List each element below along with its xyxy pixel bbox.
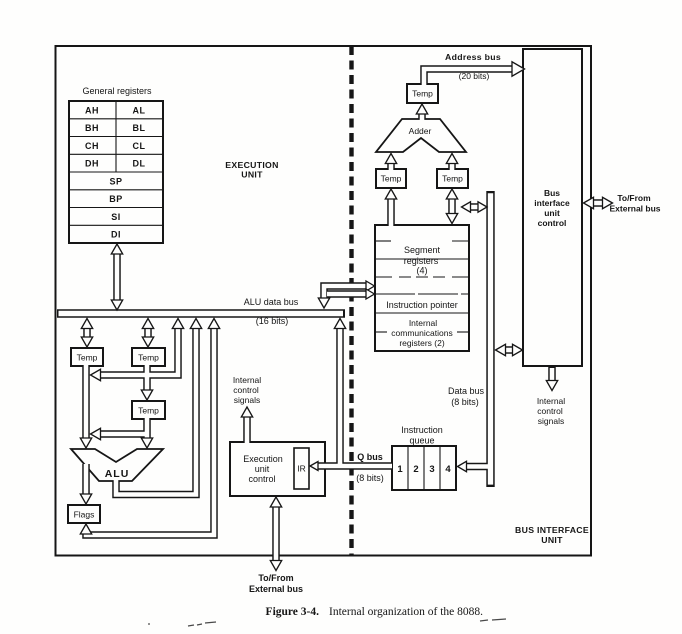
execution-unit-control-line1: Execution [243, 454, 283, 464]
reg-bh: BH [85, 123, 99, 133]
instruction-queue-box [391, 445, 457, 491]
biu-to-from-external-bus-line2: External bus [609, 204, 660, 214]
biu-temp-top-label: Temp [412, 89, 433, 99]
instruction-pointer-label: Instruction pointer [386, 300, 458, 310]
instruction-queue-title-line2: queue [409, 436, 434, 446]
segment-registers-line2: registers [404, 256, 439, 266]
eu-to-from-external-bus-line1: To/From [258, 573, 293, 583]
ir-label: IR [297, 464, 306, 474]
execution-unit-control-line2: unit [255, 464, 270, 474]
biu-control-line4: control [538, 218, 567, 228]
reg-bp: BP [109, 194, 123, 204]
queue-cell-3: 3 [429, 464, 434, 475]
address-bus-width-label: (20 bits) [459, 71, 490, 81]
scan-artifacts [148, 618, 507, 627]
ir-box [293, 447, 310, 490]
execution-unit-control-box [229, 441, 326, 497]
internal-comm-registers-line2: communications [391, 328, 452, 338]
eu-internal-control-signals-line3: signals [234, 395, 260, 405]
bus-interface-unit-label-line2: UNIT [541, 535, 563, 545]
caption-text: Internal organization of the 8088. [329, 606, 483, 618]
biu-control-line3: unit [544, 208, 560, 218]
biu-internal-control-signals-line2: control [537, 406, 563, 416]
reg-ah: AH [85, 106, 99, 116]
data-bus-width-label: (8 bits) [451, 397, 479, 407]
general-registers-title: General registers [82, 86, 152, 96]
adder-label: Adder [409, 126, 432, 136]
alu-data-bus-width-label: (16 bits) [256, 316, 289, 326]
reg-sp: SP [109, 176, 122, 186]
eu-temp1-label: Temp [77, 353, 98, 363]
eu-internal-control-signals-line2: control [233, 385, 259, 395]
segment-registers-line3: (4) [417, 266, 428, 276]
biu-temp-right-label: Temp [442, 174, 463, 184]
alu-label: ALU [105, 468, 130, 480]
biu-temp-left-label: Temp [381, 174, 402, 184]
bus-interface-unit-label-line1: BUS INTERFACE [515, 525, 589, 535]
reg-dh: DH [85, 159, 99, 169]
data-bus-label: Data bus [448, 386, 485, 396]
reg-dl: DL [133, 159, 146, 169]
arrowheads [79, 60, 614, 572]
biu-control-line1: Bus [544, 188, 560, 198]
flags-label: Flags [74, 510, 95, 520]
reg-di: DI [111, 230, 121, 240]
caption-figure-label: Figure 3-4. [266, 606, 320, 618]
queue-cell-4: 4 [445, 464, 451, 475]
bus-interface-unit-control-box [522, 48, 583, 367]
q-bus-width-label: (8 bits) [356, 473, 384, 483]
biu-internal-control-signals-line1: Internal [537, 396, 565, 406]
eu-temp2-label: Temp [138, 353, 159, 363]
reg-ch: CH [85, 141, 99, 151]
alu-shape [69, 448, 166, 482]
reg-cl: CL [133, 141, 146, 151]
internal-comm-registers-line1: Internal [409, 318, 437, 328]
q-bus-label: Q bus [357, 452, 383, 462]
adder-shape [374, 118, 468, 153]
execution-unit-label-line1: EXECUTION [225, 160, 278, 170]
execution-unit-control-line3: control [248, 474, 275, 484]
queue-cell-2: 2 [413, 464, 418, 475]
address-bus-label: Address bus [445, 52, 501, 62]
alu-data-bus-label: ALU data bus [244, 297, 299, 307]
execution-unit-label-line2: UNIT [241, 170, 263, 180]
instruction-queue-title-line1: Instruction [401, 425, 443, 435]
biu-internal-control-signals-line3: signals [538, 416, 564, 426]
general-registers-table [68, 100, 164, 244]
biu-to-from-external-bus-line1: To/From [617, 193, 651, 203]
reg-si: SI [111, 212, 121, 222]
queue-cell-1: 1 [397, 464, 403, 475]
flags-box [67, 504, 101, 524]
eu-internal-control-signals-line1: Internal [233, 375, 261, 385]
diagram-outer-border [54, 45, 592, 557]
segment-registers-block [374, 224, 470, 352]
reg-al: AL [133, 106, 146, 116]
eu-temp3-label: Temp [138, 406, 159, 416]
internal-comm-registers-line3: registers (2) [399, 338, 445, 348]
reg-bl: BL [133, 123, 146, 133]
eu-to-from-external-bus-line2: External bus [249, 584, 303, 594]
segment-registers-line1: Segment [404, 245, 441, 255]
biu-control-line2: interface [534, 198, 570, 208]
